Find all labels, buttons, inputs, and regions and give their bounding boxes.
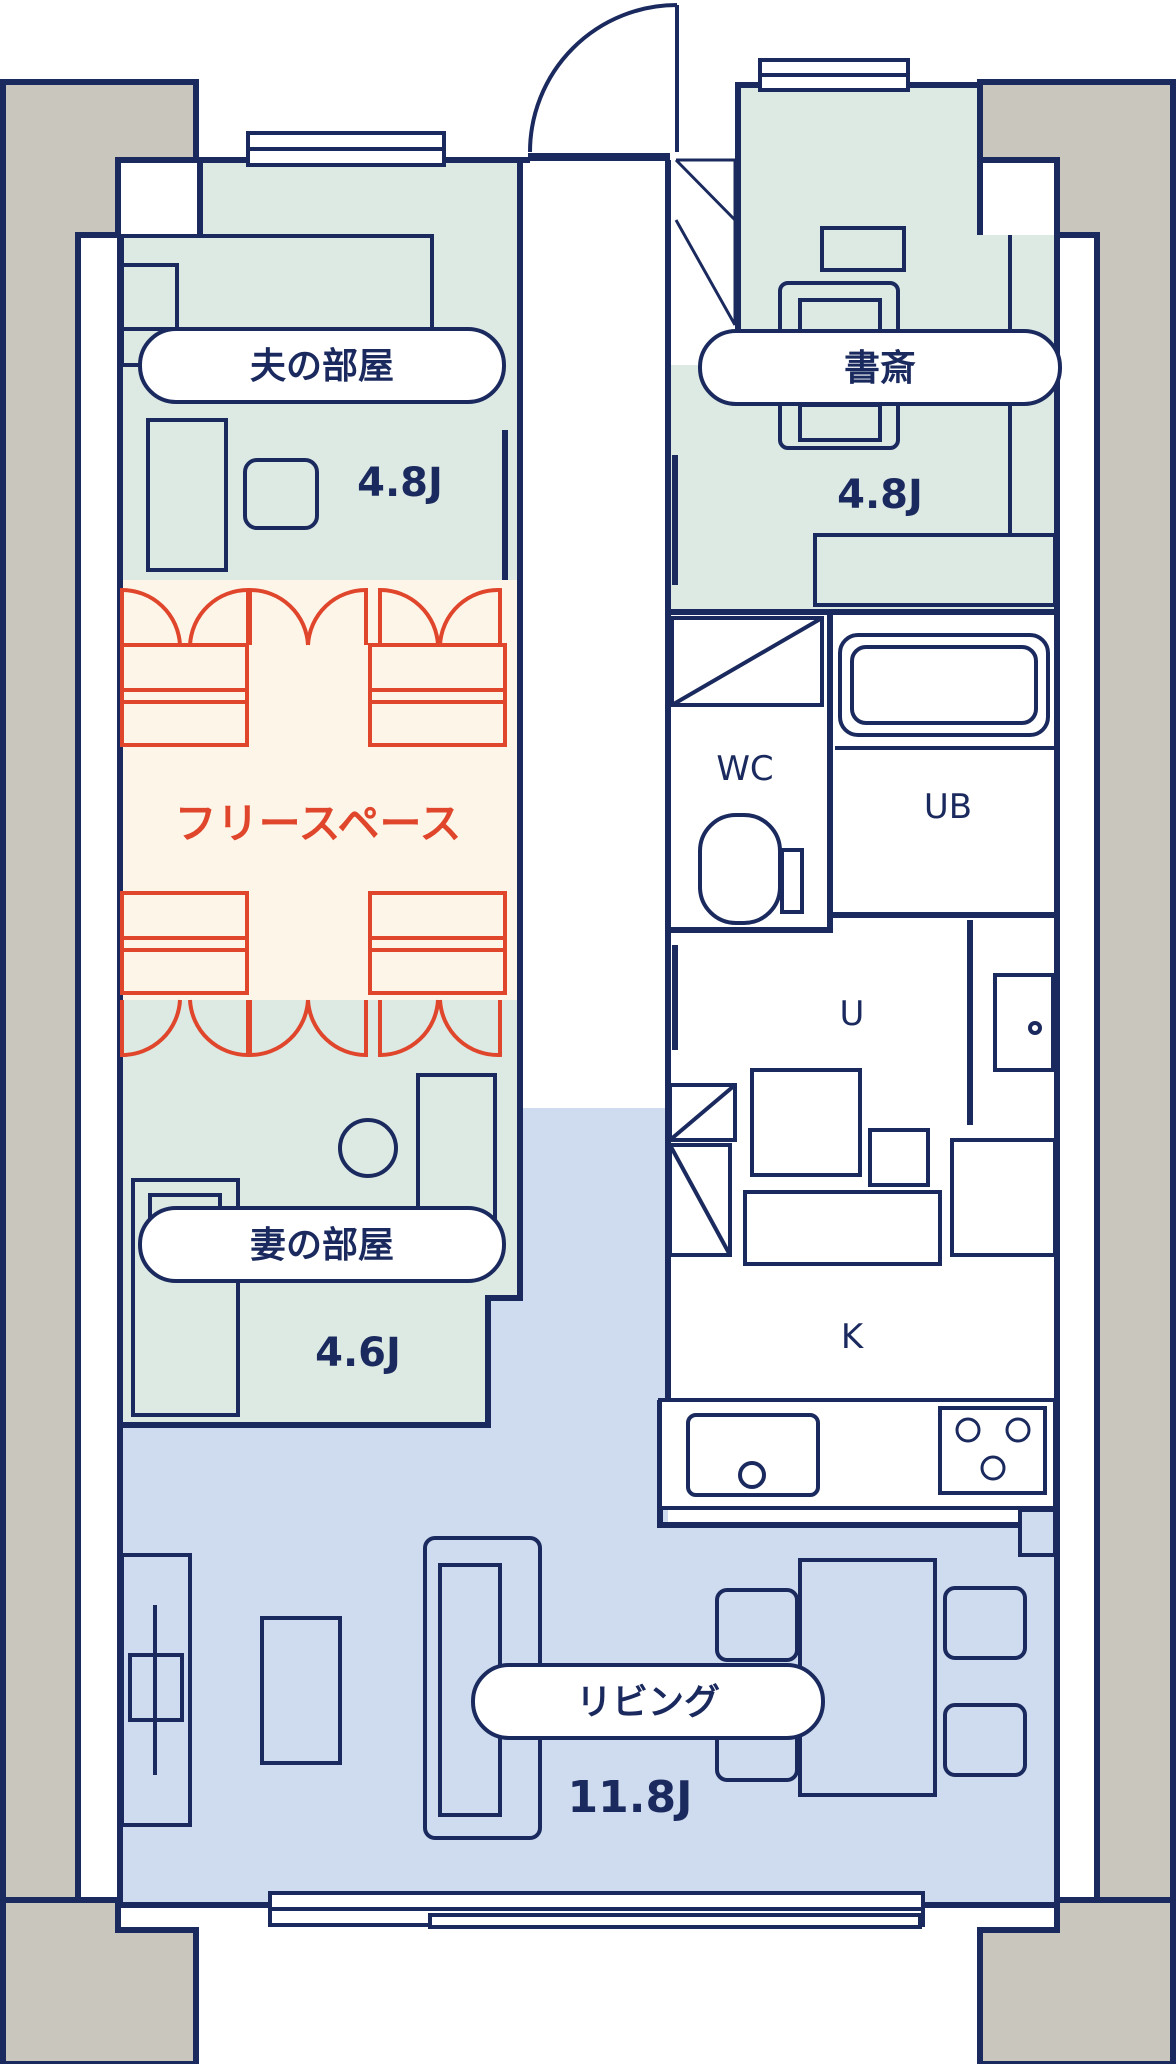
utility-sink-drain [1028, 1021, 1042, 1035]
husband-furniture [120, 234, 508, 580]
utility-fill [668, 615, 1057, 1525]
free-desk-tr [368, 643, 507, 747]
pillar-bottom-right [977, 1897, 1176, 2064]
kitchen-sink [686, 1413, 820, 1497]
wet-area [670, 616, 1057, 925]
burner-icons [955, 1417, 1031, 1481]
husband-room-area: 4.8J [357, 460, 443, 506]
utility-label: U [840, 994, 865, 1034]
cooktop [938, 1406, 1047, 1495]
kitchen-label: K [841, 1317, 865, 1357]
shoe-closet [674, 158, 737, 326]
pillar-bottom-left [0, 1897, 199, 2064]
free-space-furniture [120, 587, 507, 1058]
dining-chair-1 [715, 1588, 799, 1662]
study-label: 書斎 [844, 348, 916, 389]
wife-room-area: 4.6J [315, 1330, 401, 1376]
kitchen-sink-drain [738, 1461, 766, 1489]
bathtub-inner [850, 645, 1038, 725]
utility-furniture [668, 945, 1057, 1266]
husband-room-label: 夫の部屋 [250, 346, 394, 387]
labels: 夫の部屋 4.8J 書斎 4.8J フリースペース WC UB U K 妻の部屋… [138, 327, 1062, 1823]
washer [750, 1068, 862, 1177]
toilet-tank [780, 848, 804, 914]
free-space-label: フリースペース [175, 799, 462, 848]
wife-room-tag: 妻の部屋 [138, 1206, 506, 1283]
tv-board [120, 1553, 192, 1827]
windows [246, 58, 925, 1929]
wall-wife-east [120, 1000, 523, 1428]
free-doors-bottom [120, 999, 502, 1058]
closet [668, 1143, 732, 1257]
free-desk-bl [120, 891, 249, 995]
utility-shelf [868, 1128, 930, 1187]
free-desk-tl [120, 643, 249, 747]
kitchen-upper [743, 1190, 942, 1266]
dining-chair-3 [943, 1586, 1027, 1660]
ub-label: UB [924, 787, 972, 827]
study-counter [813, 533, 1057, 607]
living-label: リビング [576, 1682, 720, 1723]
wall-wc [665, 612, 833, 933]
study-area: 4.8J [837, 472, 923, 518]
window-living-inner [428, 1913, 922, 1929]
toilet [698, 813, 782, 925]
husband-room-tag: 夫の部屋 [138, 327, 506, 404]
closet-slash [668, 1144, 732, 1256]
husband-chair [243, 458, 319, 530]
utility-shaft [668, 1083, 737, 1142]
husband-bed [146, 418, 228, 572]
wife-stool [338, 1118, 398, 1178]
wife-bed [131, 1178, 240, 1417]
fridge [950, 1138, 1057, 1257]
entry [528, 3, 737, 326]
study-shelf [820, 226, 906, 272]
living-tag: リビング [471, 1663, 825, 1740]
utility-sink [993, 973, 1055, 1072]
wc-label: WC [716, 749, 773, 789]
kitchen [658, 1398, 1057, 1557]
dining-chair-4 [943, 1703, 1027, 1777]
kitchen-counter-end [1018, 1508, 1057, 1557]
coffee-table [260, 1616, 342, 1765]
free-desk-br [368, 891, 507, 995]
wc-shaft [670, 616, 824, 707]
entry-floor [528, 153, 670, 161]
pillar-top-right [977, 79, 1176, 2064]
free-doors-top [120, 587, 502, 646]
wife-room-label: 妻の部屋 [250, 1225, 394, 1266]
study-tag: 書斎 [698, 329, 1062, 406]
entry-door-leaf [528, 3, 679, 153]
living-area: 11.8J [568, 1772, 693, 1823]
